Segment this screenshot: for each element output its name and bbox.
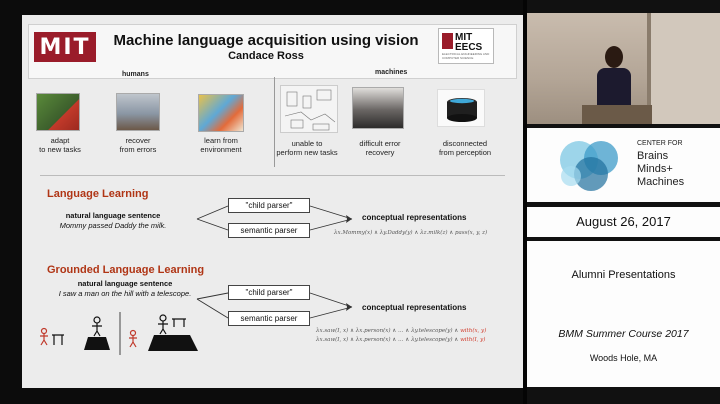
speaker-camera-feed bbox=[527, 13, 720, 124]
course-name: BMM Summer Course 2017 bbox=[527, 328, 720, 340]
session-title: Alumni Presentations bbox=[527, 269, 720, 281]
cbmm-logo-icon bbox=[549, 136, 633, 194]
course-location: Woods Hole, MA bbox=[527, 353, 720, 363]
cbmm-logo-box: CENTER FOR Brains Minds+ Machines bbox=[527, 128, 720, 202]
presentation-slide: MIT Machine language acquisition using v… bbox=[22, 15, 523, 388]
slide-diagram-lines bbox=[22, 15, 523, 388]
podium bbox=[582, 105, 652, 124]
speaker-head bbox=[605, 46, 623, 68]
event-info-box: Alumni Presentations BMM Summer Course 2… bbox=[527, 241, 720, 387]
event-date: August 26, 2017 bbox=[527, 207, 720, 237]
camera-door bbox=[647, 13, 720, 124]
cbmm-logo-text: CENTER FOR Brains Minds+ Machines bbox=[637, 140, 684, 189]
